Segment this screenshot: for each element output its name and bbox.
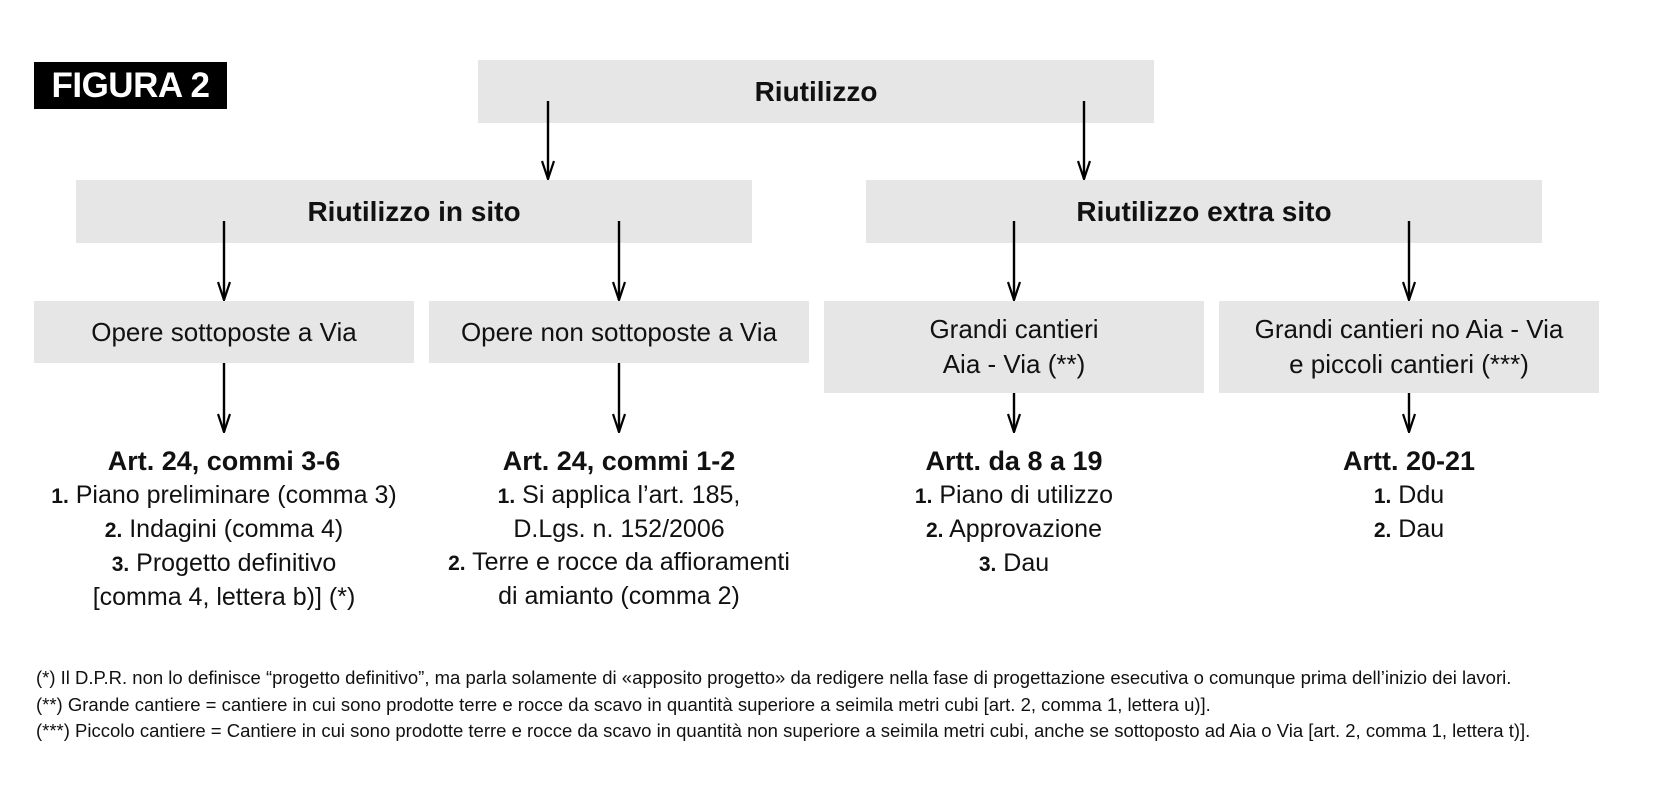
item-number: 1. [914, 485, 933, 508]
box-piccoli-cantieri: Grandi cantieri no Aia - Via e piccoli c… [1219, 301, 1599, 393]
footnotes: (*) Il D.P.R. non lo definisce “progetto… [36, 665, 1626, 745]
item-number: 2. [926, 519, 944, 542]
detail-item: 3. Progetto definitivo [34, 547, 414, 581]
detail-title: Art. 24, commi 3-6 [107, 446, 341, 476]
root-box: Riutilizzo [478, 60, 1154, 123]
item-text: Ddu [1398, 481, 1445, 509]
item-number: 1. [497, 485, 516, 508]
item-number: 2. [1373, 519, 1392, 542]
detail-item: 1. Piano preliminare (comma 3) [34, 479, 414, 513]
box-riutilizzo-in-sito: Riutilizzo in sito [76, 180, 752, 243]
box-grandi-cantieri-aia-via: Grandi cantieri Aia - Via (**) [824, 301, 1204, 393]
item-text: Progetto definitivo [136, 549, 337, 577]
item-text: [comma 4, lettera b)] (*) [92, 583, 356, 611]
item-text: Dau [1398, 515, 1445, 543]
figure-label: FIGURA 2 [34, 62, 227, 109]
footnote-2: (**) Grande cantiere = cantiere in cui s… [36, 693, 1211, 715]
box-riutilizzo-in-sito-label: Riutilizzo in sito [307, 195, 521, 227]
detail-block-3: Artt. da 8 a 19 1. Piano di utilizzo 2. … [824, 443, 1204, 581]
item-number: 3. [111, 553, 130, 576]
item-text: D.Lgs. n. 152/2006 [513, 515, 725, 543]
box-riutilizzo-extra-sito-label: Riutilizzo extra sito [1076, 195, 1332, 227]
detail-item: 1. Piano di utilizzo [824, 479, 1204, 513]
box-grandi-cantieri-line-2: Aia - Via (**) [942, 349, 1086, 379]
detail-item: 2. Indagini (comma 4) [34, 513, 414, 547]
detail-block-1: Art. 24, commi 3-6 1. Piano preliminare … [34, 443, 414, 614]
item-text: Approvazione [949, 515, 1102, 543]
box-opere-non-sottoposte-via-label: Opere non sottoposte a Via [460, 316, 778, 347]
item-text: Indagini (comma 4) [129, 515, 344, 543]
detail-item: 3. Dau [824, 547, 1204, 581]
item-text: Terre e rocce da affioramenti [472, 548, 790, 576]
detail-item-continuation: D.Lgs. n. 152/2006 [429, 513, 809, 546]
item-number: 1. [51, 485, 69, 508]
detail-block-2: Art. 24, commi 1-2 1. Si applica l’art. … [429, 443, 809, 613]
detail-title: Artt. da 8 a 19 [925, 446, 1103, 476]
detail-title: Art. 24, commi 1-2 [502, 446, 736, 476]
detail-item-continuation: di amianto (comma 2) [429, 580, 809, 613]
item-number: 1. [1373, 485, 1392, 508]
item-text: Piano preliminare (comma 3) [75, 481, 397, 509]
box-piccoli-cantieri-line-1: Grandi cantieri no Aia - Via [1254, 314, 1564, 344]
item-number: 2. [448, 552, 466, 575]
footnote-3: (***) Piccolo cantiere = Cantiere in cui… [36, 720, 1531, 741]
item-text: di amianto (comma 2) [498, 582, 740, 610]
box-grandi-cantieri-line-1: Grandi cantieri [929, 314, 1099, 344]
detail-item-continuation: [comma 4, lettera b)] (*) [34, 581, 414, 614]
detail-item: 2. Dau [1219, 513, 1599, 547]
item-text: Si applica l’art. 185, [522, 481, 741, 509]
item-number: 3. [978, 553, 997, 576]
box-opere-sottoposte-via: Opere sottoposte a Via [34, 301, 414, 363]
footnote-1: (*) Il D.P.R. non lo definisce “progetto… [36, 667, 1512, 688]
detail-item: 2. Approvazione [824, 513, 1204, 547]
box-piccoli-cantieri-line-2: e piccoli cantieri (***) [1289, 349, 1529, 379]
item-text: Piano di utilizzo [939, 481, 1114, 509]
box-opere-non-sottoposte-via: Opere non sottoposte a Via [429, 301, 809, 363]
box-opere-sottoposte-via-label: Opere sottoposte a Via [91, 316, 357, 347]
item-text: Dau [1003, 549, 1050, 577]
detail-item: 1. Ddu [1219, 479, 1599, 513]
box-riutilizzo-extra-sito: Riutilizzo extra sito [866, 180, 1542, 243]
root-label: Riutilizzo [754, 75, 878, 107]
detail-item: 2. Terre e rocce da affioramenti [429, 546, 809, 580]
item-number: 2. [104, 519, 123, 542]
detail-block-4: Artt. 20-21 1. Ddu 2. Dau [1219, 443, 1599, 547]
detail-item: 1. Si applica l’art. 185, [429, 479, 809, 513]
detail-title: Artt. 20-21 [1342, 446, 1476, 476]
